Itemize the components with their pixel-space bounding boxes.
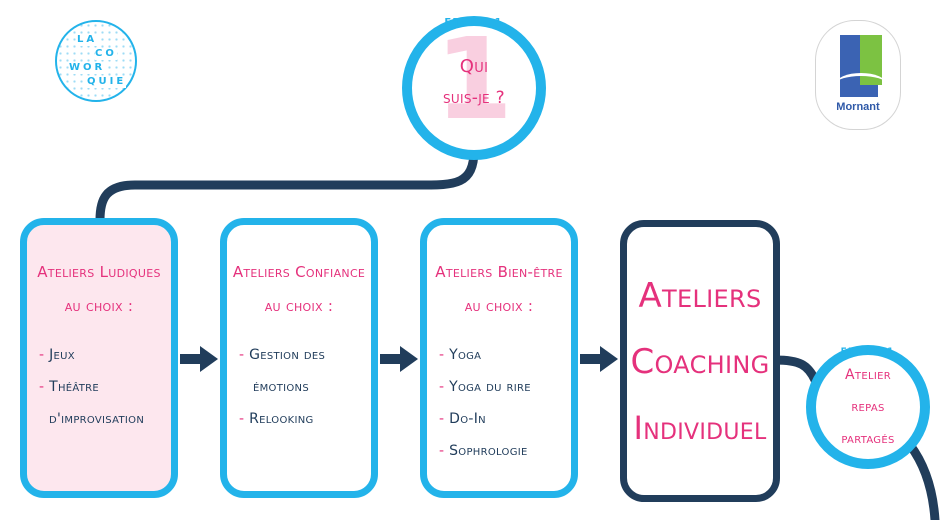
workshop-coaching-title-2: Coaching	[630, 342, 770, 382]
step-1-circle: 1 ETAPE 1 Qui suis-je ?	[402, 16, 546, 160]
workshop-bien-etre-title-1: Ateliers Bien-être	[435, 263, 563, 281]
workshop-bien-etre: Ateliers Bien-être au choix : - Yoga - Y…	[420, 218, 578, 498]
mornant-logo: Mornant	[815, 20, 901, 130]
arrow-right-icon	[180, 346, 218, 372]
step-repas-line-2: repas	[851, 399, 885, 415]
la-coworquie-logo: LA CO WOR QUIE	[55, 20, 137, 102]
step-1-big-number: 1	[435, 15, 513, 145]
logo-cw-line-1: LA	[77, 34, 98, 46]
list-item: - Do-In	[439, 411, 486, 427]
logo-cw-line-2: CO	[95, 48, 117, 60]
connector-step1-to-workshops	[95, 145, 479, 225]
list-item: - Sophrologie	[439, 443, 528, 459]
workshop-coaching: Ateliers Coaching Individuel	[620, 220, 780, 502]
list-item: - Jeux	[39, 347, 75, 363]
step-repas-line-3: partagés	[841, 431, 895, 447]
workshop-confiance: Ateliers Confiance au choix : - Gestion …	[220, 218, 378, 498]
mornant-logo-wave	[836, 73, 886, 94]
logo-cw-line-3: WOR	[69, 62, 106, 74]
step-1-text-line-1: Qui	[459, 56, 489, 77]
arrow-right-icon	[580, 346, 618, 372]
step-1-text-line-2: suis-je ?	[443, 88, 505, 108]
list-item: - Relooking	[239, 411, 314, 427]
workshop-ludiques: Ateliers Ludiques au choix : - Jeux - Th…	[20, 218, 178, 498]
list-item: - Yoga	[439, 347, 482, 363]
step-repas-line-1: Atelier	[845, 367, 891, 383]
workshop-confiance-title-1: Ateliers Confiance	[232, 263, 366, 281]
arrow-right-icon	[380, 346, 418, 372]
step-repas-circle: ETAPE 1 Atelier repas partagés	[806, 345, 930, 469]
list-item: - Gestion des	[239, 347, 326, 363]
list-item: - Yoga du rire	[439, 379, 531, 395]
step-repas-tag: ETAPE 1	[840, 347, 896, 357]
logo-cw-line-4: QUIE	[87, 76, 127, 88]
workshop-ludiques-title-1: Ateliers Ludiques	[37, 263, 161, 281]
step-1-tag: ETAPE 1	[444, 17, 504, 28]
list-item: émotions	[253, 379, 309, 395]
workshop-confiance-title-2: au choix :	[264, 297, 334, 315]
list-item: - Théâtre	[39, 379, 100, 395]
mornant-logo-text: Mornant	[836, 101, 880, 113]
workshop-coaching-title-3: Individuel	[633, 409, 767, 447]
connector-coaching-to-repas	[770, 355, 820, 385]
list-item: d'improvisation	[49, 411, 145, 427]
workshop-ludiques-title-2: au choix :	[64, 297, 134, 315]
workshop-coaching-title-1: Ateliers	[638, 276, 762, 316]
connector-repas-exit	[905, 440, 940, 520]
workshop-bien-etre-title-2: au choix :	[464, 297, 534, 315]
